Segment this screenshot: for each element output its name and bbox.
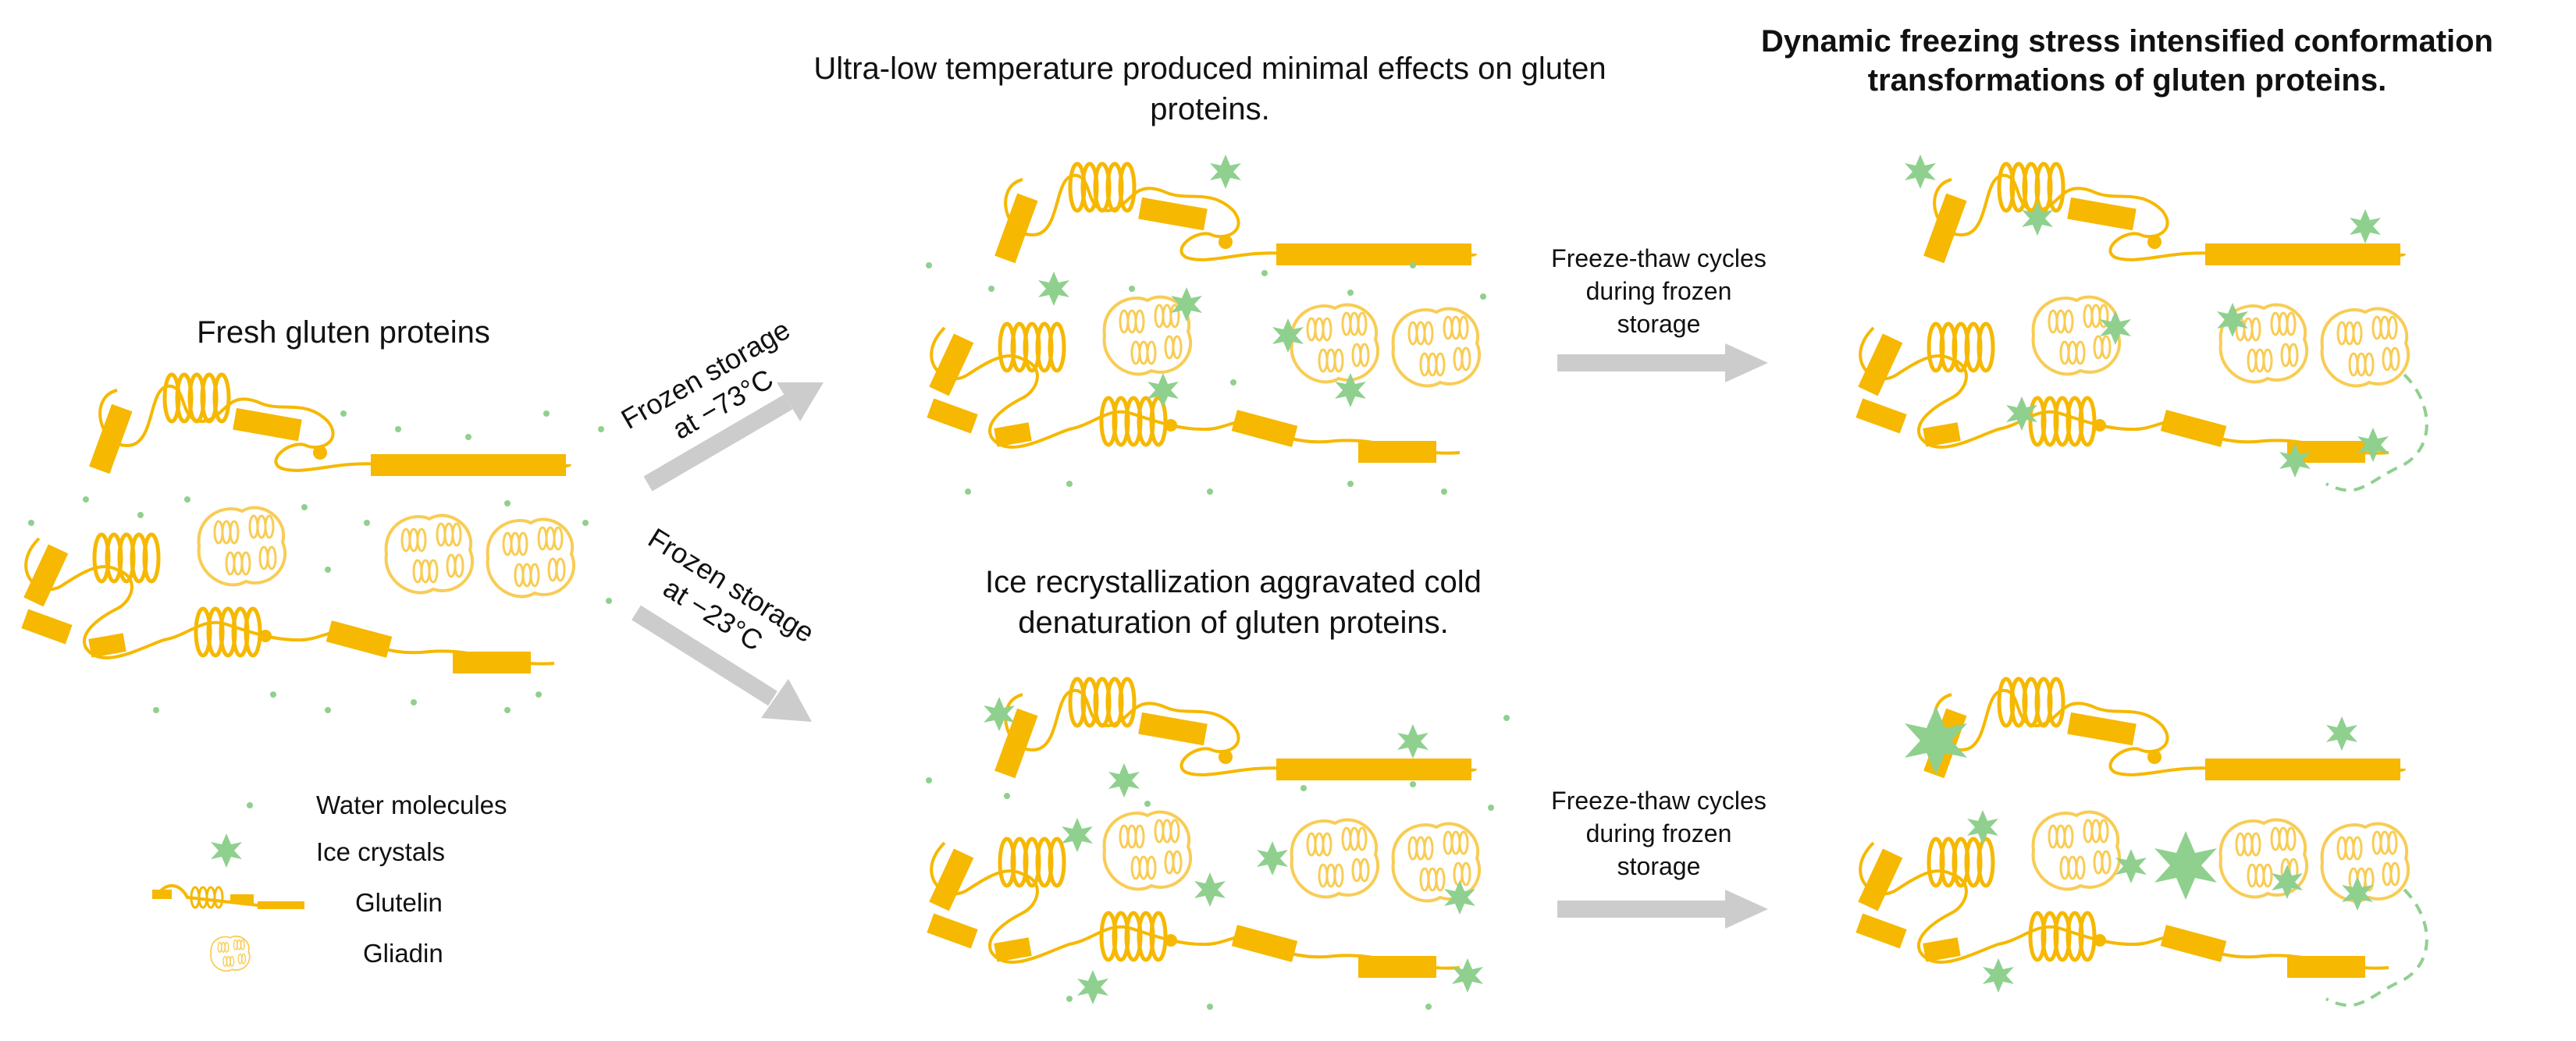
legend-glutelin-symbol — [152, 884, 304, 909]
fresh-title: Fresh gluten proteins — [197, 315, 490, 350]
legend-gliadin-symbol — [210, 935, 251, 972]
freeze-thaw-label-top: Freeze-thaw cycles during frozen storage — [1526, 242, 1791, 340]
dynamic-title: Dynamic freezing stress intensified conf… — [1761, 24, 2493, 98]
fresh-gluten-scene — [21, 375, 612, 713]
arrow-minus73 — [643, 382, 824, 492]
arrow-freeze-thaw-top — [1557, 343, 1768, 382]
freeze-thaw-bottom-line1: Freeze-thaw cycles — [1551, 787, 1767, 815]
dynamic-top-scene — [1856, 155, 2428, 492]
freeze-thaw-top-line1: Freeze-thaw cycles — [1551, 244, 1767, 272]
freeze-thaw-bottom-line3: storage — [1617, 852, 1701, 880]
ultra-low-scene — [926, 155, 1486, 495]
legend-gliadin-label: Gliadin — [363, 939, 443, 968]
arrow-minus23 — [632, 605, 812, 722]
legend-water-symbol — [247, 802, 253, 808]
dynamic-bottom-scene — [1856, 679, 2428, 1007]
legend-glutelin-label: Glutelin — [355, 888, 443, 917]
legend-ice-label: Ice crystals — [316, 837, 446, 866]
legend-ice-symbol — [211, 833, 242, 868]
freeze-thaw-top-line2: during frozen — [1585, 277, 1732, 305]
recrystallization-scene — [926, 679, 1510, 1010]
arrow-freeze-thaw-bottom — [1557, 890, 1768, 929]
ultra-low-title: Ultra-low temperature produced minimal e… — [813, 52, 1606, 126]
recrystallization-title: Ice recrystallization aggravated cold de… — [985, 565, 1482, 640]
freeze-thaw-bottom-line2: during frozen — [1585, 819, 1732, 847]
freeze-thaw-label-bottom: Freeze-thaw cycles during frozen storage — [1526, 784, 1791, 883]
freeze-thaw-top-line3: storage — [1617, 310, 1701, 338]
legend-water-label: Water molecules — [316, 791, 507, 819]
